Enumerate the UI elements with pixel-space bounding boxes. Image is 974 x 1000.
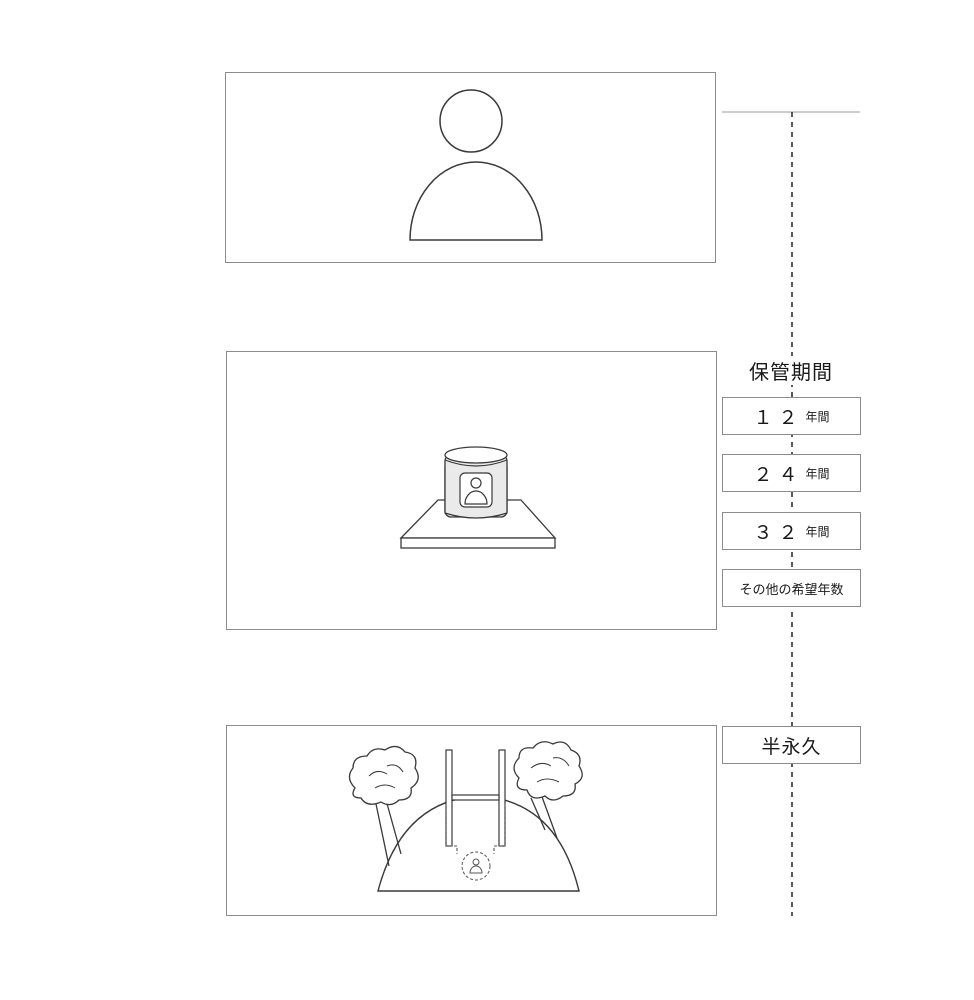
storage-period-title: 保管期間 [722, 356, 860, 385]
option-32-years[interactable]: ３２ 年間 [722, 512, 861, 550]
option-12-years[interactable]: １２ 年間 [722, 397, 861, 435]
panel-grave [226, 725, 717, 916]
grave-icon [348, 741, 583, 892]
option-unit: 年間 [805, 409, 830, 424]
option-24-years[interactable]: ２４ 年間 [722, 454, 861, 492]
person-icon [409, 89, 543, 241]
option-other-years[interactable]: その他の希望年数 [722, 569, 861, 607]
option-number: ３２ [753, 521, 804, 544]
panel-urn [226, 351, 717, 630]
option-unit: 年間 [805, 524, 830, 539]
panel-person [225, 72, 716, 263]
option-number: ２４ [753, 463, 804, 486]
option-number: １２ [753, 406, 804, 429]
option-unit: 年間 [805, 466, 830, 481]
urn-icon [399, 446, 557, 549]
option-permanent[interactable]: 半永久 [722, 726, 861, 764]
